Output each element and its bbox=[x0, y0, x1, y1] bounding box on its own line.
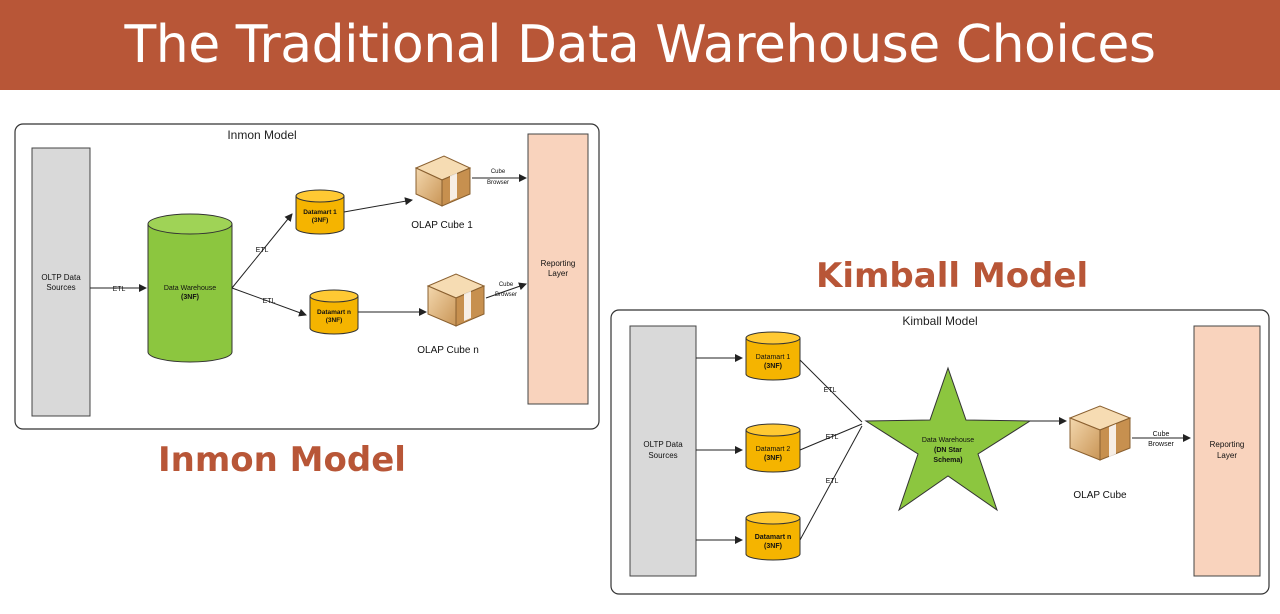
inmon-datamart-1 bbox=[295, 189, 345, 235]
kimball-reporting-layer-box bbox=[1193, 325, 1261, 577]
kimball-datamartn-label-2: (3NF) bbox=[764, 543, 782, 550]
inmon-frame bbox=[14, 123, 600, 430]
kimball-etl-label-2: ETL bbox=[826, 434, 839, 441]
kimball-olap-cube-icon bbox=[1068, 405, 1132, 461]
kimball-datamart1-label-1: Datamart 1 bbox=[756, 354, 791, 361]
kimball-reporting-label-1: Reporting bbox=[1210, 440, 1245, 449]
title-banner: The Traditional Data Warehouse Choices bbox=[0, 0, 1280, 90]
kimball-datamart-n bbox=[745, 511, 801, 561]
kimball-line-datamart1-warehouse bbox=[799, 359, 863, 423]
inmon-olap-cube-n-icon bbox=[426, 273, 486, 327]
inmon-olap-cube-1-icon bbox=[414, 155, 472, 207]
kimball-oltp-sources-label-2: Sources bbox=[648, 451, 677, 460]
inmon-reporting-label-1: Reporting bbox=[541, 259, 576, 268]
inmon-etl-label-1: ETL bbox=[113, 286, 126, 293]
inmon-arrow-warehouse-datamartn bbox=[231, 287, 307, 317]
inmon-cube-browser-1-label-1: Cube bbox=[491, 169, 506, 175]
kimball-diagram: Kimball Model OLTP Data Sources Datamart… bbox=[610, 309, 1270, 595]
inmon-cube-browser-2-label-1: Cube bbox=[499, 282, 514, 288]
inmon-warehouse-label-1: Data Warehouse bbox=[164, 285, 216, 292]
kimball-warehouse-label-1: Data Warehouse bbox=[922, 437, 974, 444]
inmon-etl-label-3: ETL bbox=[263, 298, 276, 305]
inmon-arrow-datamart1-cube1 bbox=[343, 197, 413, 213]
inmon-reporting-layer-box bbox=[527, 133, 589, 405]
kimball-etl-label-3: ETL bbox=[826, 478, 839, 485]
inmon-oltp-sources-label-2: Sources bbox=[46, 283, 75, 292]
inmon-datamart-n bbox=[309, 289, 359, 335]
inmon-frame-title: Inmon Model bbox=[227, 128, 296, 142]
inmon-datamart1-label-2: (3NF) bbox=[312, 217, 329, 224]
inmon-diagram: Inmon Model OLTP Data Sources ETL Data W… bbox=[14, 123, 600, 430]
kimball-olap-cube-label: OLAP Cube bbox=[1073, 490, 1127, 501]
inmon-reporting-label-2: Layer bbox=[548, 269, 568, 278]
kimball-etl-label-1: ETL bbox=[824, 387, 837, 394]
kimball-warehouse-label-2: (DN Star bbox=[934, 447, 962, 454]
kimball-cube-browser-label-1: Cube bbox=[1153, 431, 1170, 438]
inmon-oltp-sources-label-1: OLTP Data bbox=[41, 273, 81, 282]
kimball-datamart2-label-2: (3NF) bbox=[764, 455, 782, 462]
kimball-datamart-1 bbox=[745, 331, 801, 381]
kimball-reporting-label-2: Layer bbox=[1217, 451, 1237, 460]
inmon-etl-label-2: ETL bbox=[256, 247, 269, 254]
inmon-caption: Inmon Model bbox=[158, 440, 406, 480]
inmon-arrow-cuben-reporting bbox=[485, 282, 527, 299]
kimball-data-warehouse-star bbox=[864, 366, 1032, 512]
kimball-cube-browser-label-2: Browser bbox=[1148, 441, 1174, 448]
inmon-datamart1-label-1: Datamart 1 bbox=[303, 209, 337, 216]
kimball-warehouse-label-3: Schema) bbox=[933, 457, 962, 464]
kimball-datamartn-label-1: Datamart n bbox=[755, 534, 792, 541]
slide-title: The Traditional Data Warehouse Choices bbox=[124, 15, 1156, 75]
kimball-line-datamart2-warehouse bbox=[799, 423, 863, 451]
kimball-datamart1-label-2: (3NF) bbox=[764, 363, 782, 370]
kimball-datamart-2 bbox=[745, 423, 801, 473]
kimball-caption: Kimball Model bbox=[816, 256, 1089, 296]
inmon-oltp-sources-box bbox=[31, 147, 91, 417]
inmon-data-warehouse bbox=[147, 213, 233, 363]
inmon-olap-cube-1-label: OLAP Cube 1 bbox=[411, 220, 473, 231]
kimball-oltp-sources-box bbox=[629, 325, 697, 577]
inmon-datamartn-label-1: Datamart n bbox=[317, 309, 351, 316]
inmon-warehouse-label-2: (3NF) bbox=[181, 294, 199, 301]
inmon-cube-browser-1-label-2: Browser bbox=[487, 180, 509, 186]
kimball-datamart2-label-1: Datamart 2 bbox=[756, 446, 791, 453]
inmon-datamartn-label-2: (3NF) bbox=[326, 317, 343, 324]
kimball-oltp-sources-label-1: OLTP Data bbox=[643, 440, 683, 449]
inmon-olap-cube-n-label: OLAP Cube n bbox=[417, 345, 479, 356]
inmon-arrow-warehouse-datamart1 bbox=[231, 213, 293, 289]
kimball-line-datamartn-warehouse bbox=[799, 425, 863, 541]
kimball-frame-title: Kimball Model bbox=[902, 314, 977, 328]
inmon-cube-browser-2-label-2: Browser bbox=[495, 292, 517, 298]
